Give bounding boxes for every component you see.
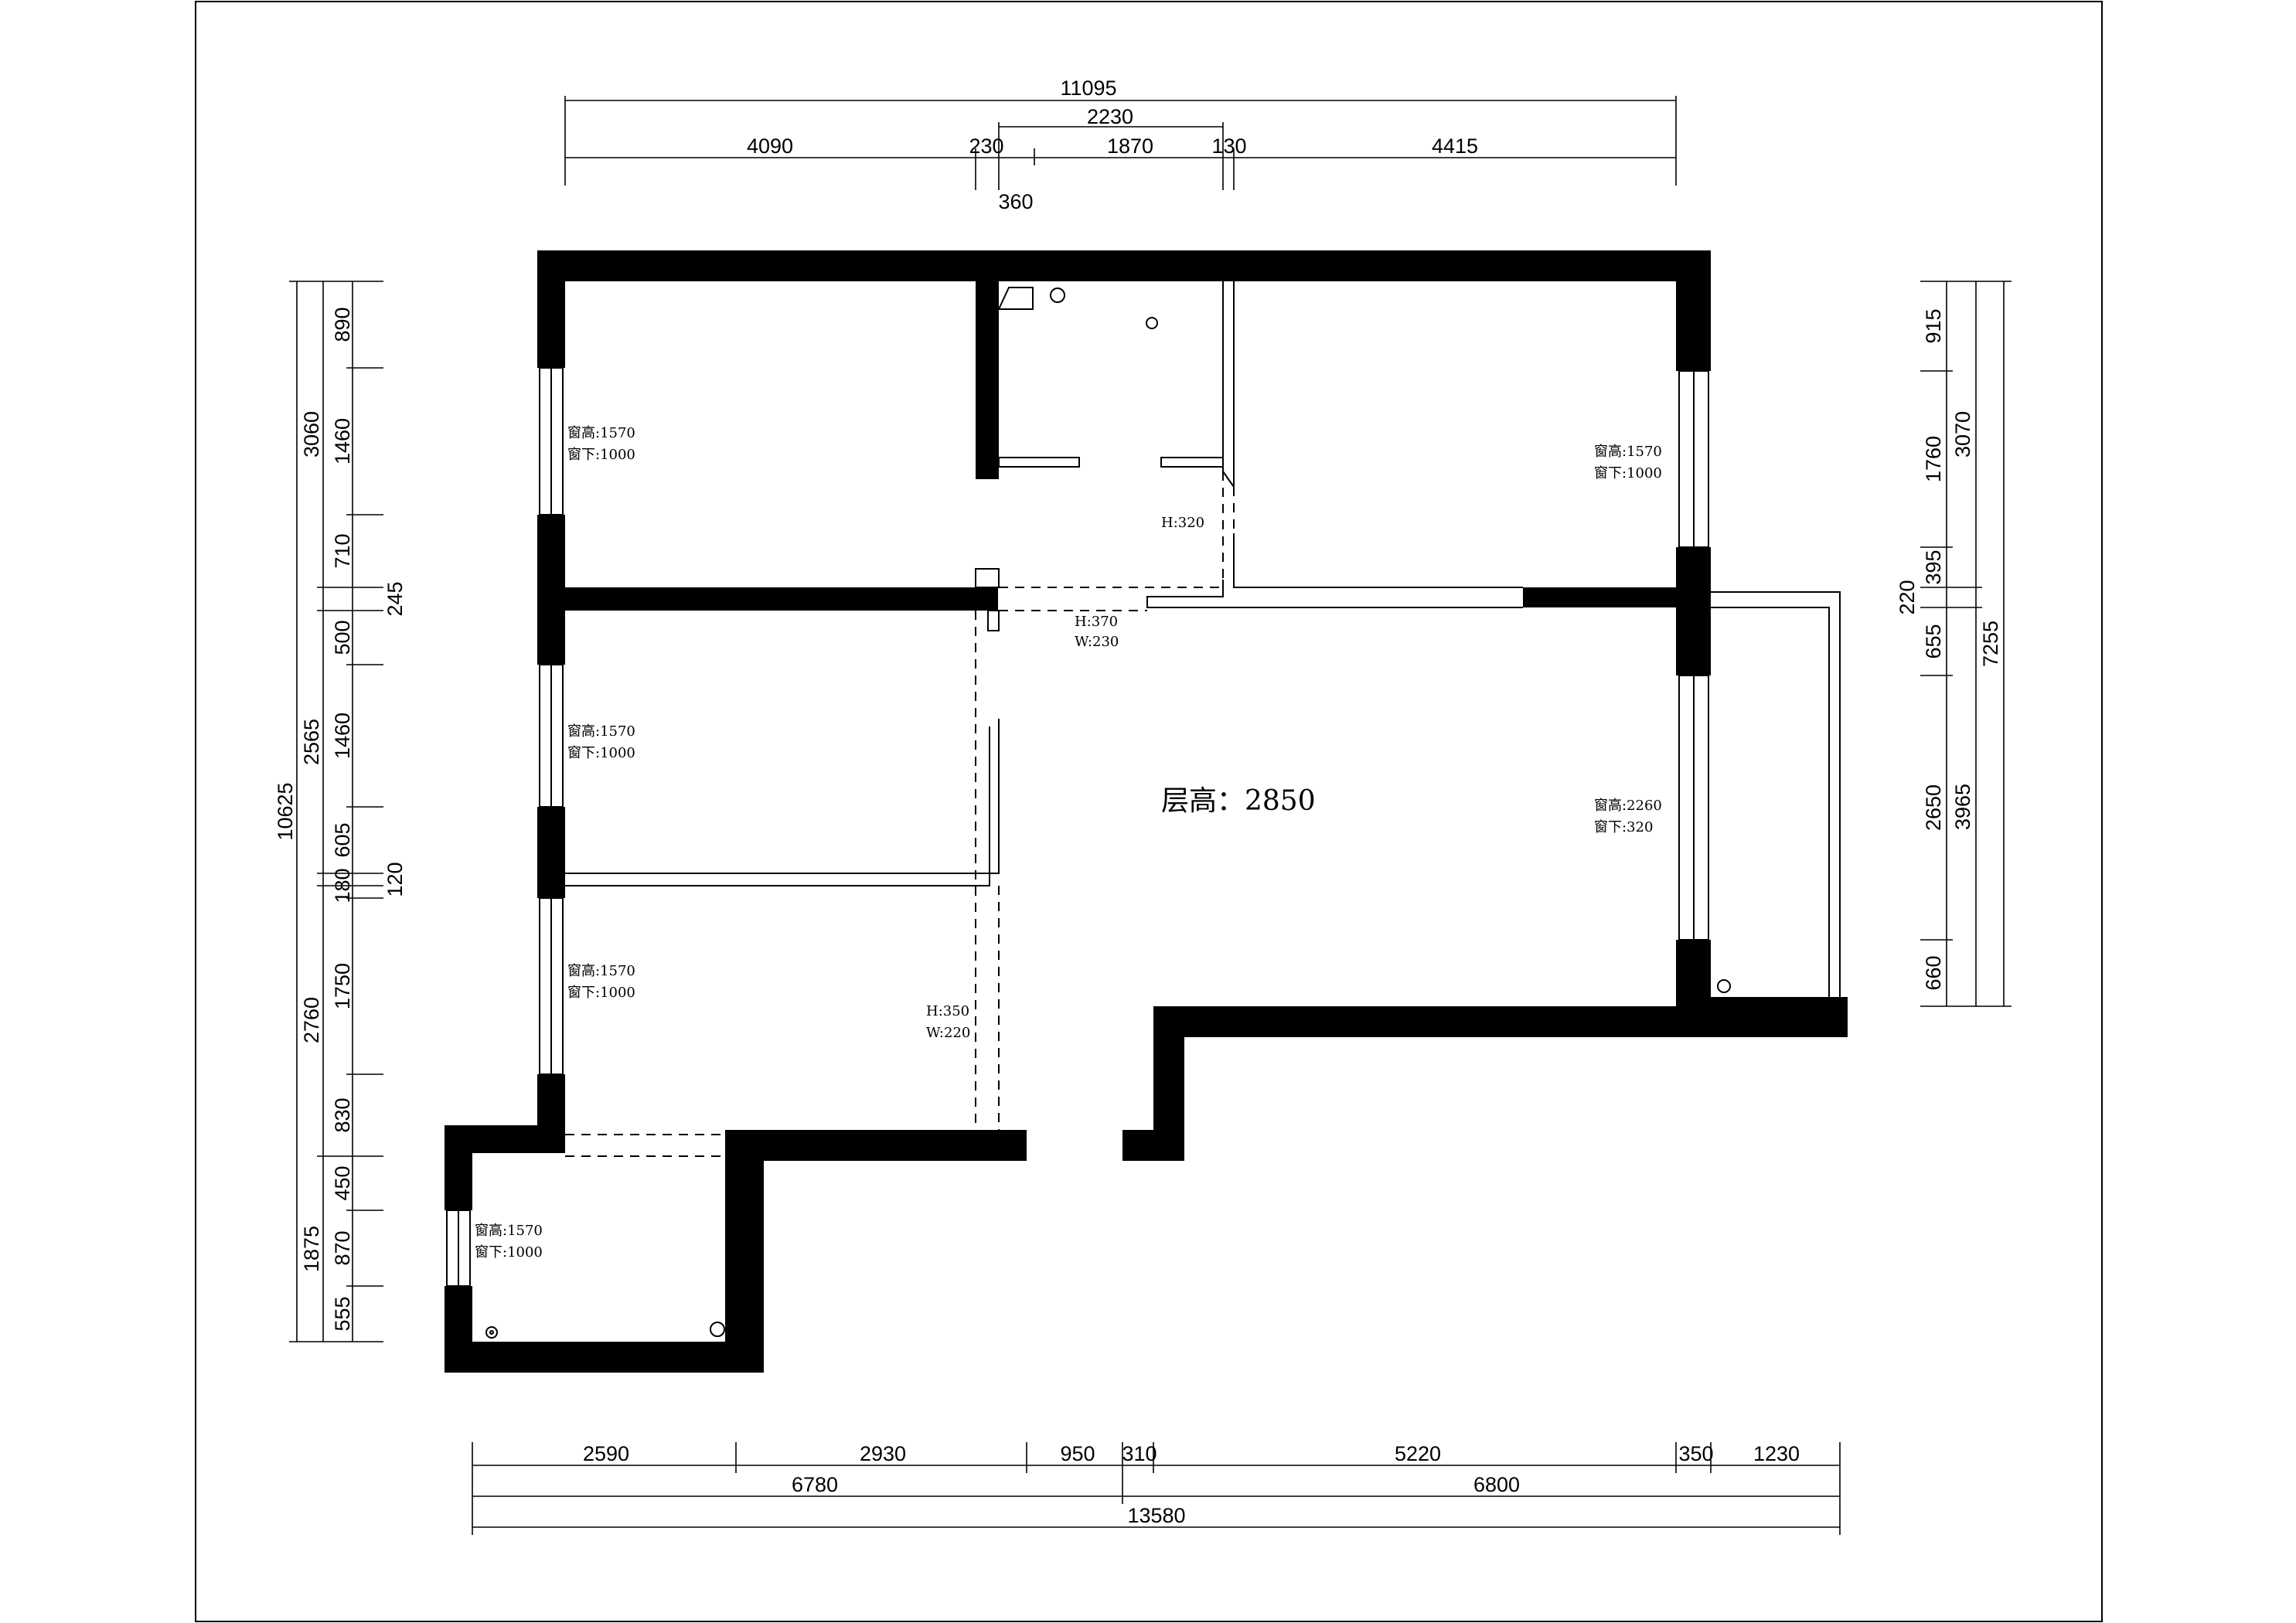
opening-note: H:350 — [926, 1003, 969, 1019]
right-dimensions: 915 1760 395 655 2650 660 3070 3965 220 … — [1896, 281, 2012, 1007]
windows — [446, 367, 1709, 1287]
dim-label: 2650 — [1922, 784, 1945, 831]
dim-label: 950 — [1060, 1442, 1095, 1465]
left-dimensions: 890 1460 710 500 1460 605 180 1750 830 4… — [274, 281, 407, 1342]
dim-label: 605 — [331, 822, 354, 857]
dim-label: 350 — [1678, 1442, 1713, 1465]
dim-label: 450 — [331, 1165, 354, 1200]
drawing-frame — [195, 1, 2103, 1622]
window-note: 窗下:1000 — [567, 745, 635, 761]
window-note: 窗下:320 — [1594, 819, 1653, 835]
dim-label: 7255 — [1979, 621, 2002, 667]
window-note: 窗高:2260 — [1594, 798, 1662, 814]
opening-note: W:220 — [926, 1025, 970, 1041]
dim-label: 130 — [1211, 134, 1246, 158]
opening-dashes — [565, 471, 1235, 1157]
dim-label: 3070 — [1951, 411, 1974, 458]
window-note: 窗高:1570 — [567, 425, 635, 441]
dim-label: 4090 — [747, 134, 793, 158]
window-note: 窗高:1570 — [567, 963, 635, 979]
dim-label: 1460 — [331, 418, 354, 464]
walls — [445, 250, 1848, 1373]
dim-label: 1750 — [331, 963, 354, 1009]
dim-label: 1460 — [331, 713, 354, 759]
dim-label: 310 — [1122, 1442, 1157, 1465]
dim-label: 655 — [1922, 624, 1945, 658]
dim-label: 11095 — [1060, 77, 1116, 100]
dim-label: 1875 — [300, 1226, 323, 1272]
dim-label: 6800 — [1473, 1473, 1520, 1496]
opening-note: H:370 — [1075, 614, 1118, 630]
top-dimensions: 11095 2230 4090 230 1870 130 4415 360 — [564, 77, 1677, 213]
window-notes: 窗高:1570 窗下:1000 窗高:1570 窗下:1000 窗高:1570 … — [475, 425, 1662, 1261]
dim-label: 555 — [331, 1296, 354, 1331]
dim-label: 2930 — [860, 1442, 906, 1465]
dim-label: 3060 — [300, 411, 323, 458]
opening-notes: H:370 W:230 H:350 W:220 H:320 — [926, 515, 1204, 1041]
dim-label: 220 — [1896, 580, 1919, 614]
dim-label: 10625 — [274, 782, 297, 840]
dim-label: 890 — [331, 307, 354, 342]
dim-label: 120 — [383, 862, 407, 897]
interior-lines — [485, 281, 1841, 1339]
dim-label: 830 — [331, 1097, 354, 1132]
dim-label: 6780 — [792, 1473, 838, 1496]
dim-label: 360 — [998, 190, 1033, 213]
dim-label: 915 — [1922, 308, 1945, 343]
dim-label: 2565 — [300, 719, 323, 765]
dim-label: 710 — [331, 533, 354, 568]
dim-label: 870 — [331, 1230, 354, 1265]
dim-label: 500 — [331, 620, 354, 655]
dim-label: 1760 — [1922, 436, 1945, 482]
bottom-dimensions: 2590 2930 950 310 5220 350 1230 6780 680… — [472, 1442, 1841, 1535]
dim-label: 2590 — [583, 1442, 629, 1465]
dim-label: 245 — [383, 581, 407, 616]
window-note: 窗下:1000 — [475, 1244, 543, 1261]
window-note: 窗高:1570 — [1594, 444, 1662, 460]
beam-note: H:320 — [1161, 515, 1204, 531]
opening-note: W:230 — [1075, 634, 1119, 650]
dim-label: 2230 — [1087, 105, 1133, 128]
dim-label: 3965 — [1951, 784, 1974, 830]
dim-label: 5220 — [1395, 1442, 1441, 1465]
dim-label: 230 — [969, 134, 1003, 158]
floor-height-label: 层高：2850 — [1161, 785, 1316, 817]
dim-label: 13580 — [1127, 1504, 1185, 1527]
dim-label: 180 — [331, 868, 354, 903]
dim-label: 395 — [1922, 550, 1945, 584]
window-note: 窗下:1000 — [567, 985, 635, 1001]
window-note: 窗高:1570 — [475, 1223, 543, 1239]
dim-label: 4415 — [1432, 134, 1478, 158]
dim-label: 660 — [1922, 955, 1945, 990]
window-note: 窗下:1000 — [567, 447, 635, 463]
dim-label: 1870 — [1107, 134, 1153, 158]
dim-label: 1230 — [1753, 1442, 1800, 1465]
window-note: 窗下:1000 — [1594, 465, 1662, 481]
dim-label: 2760 — [300, 997, 323, 1043]
window-note: 窗高:1570 — [567, 723, 635, 740]
